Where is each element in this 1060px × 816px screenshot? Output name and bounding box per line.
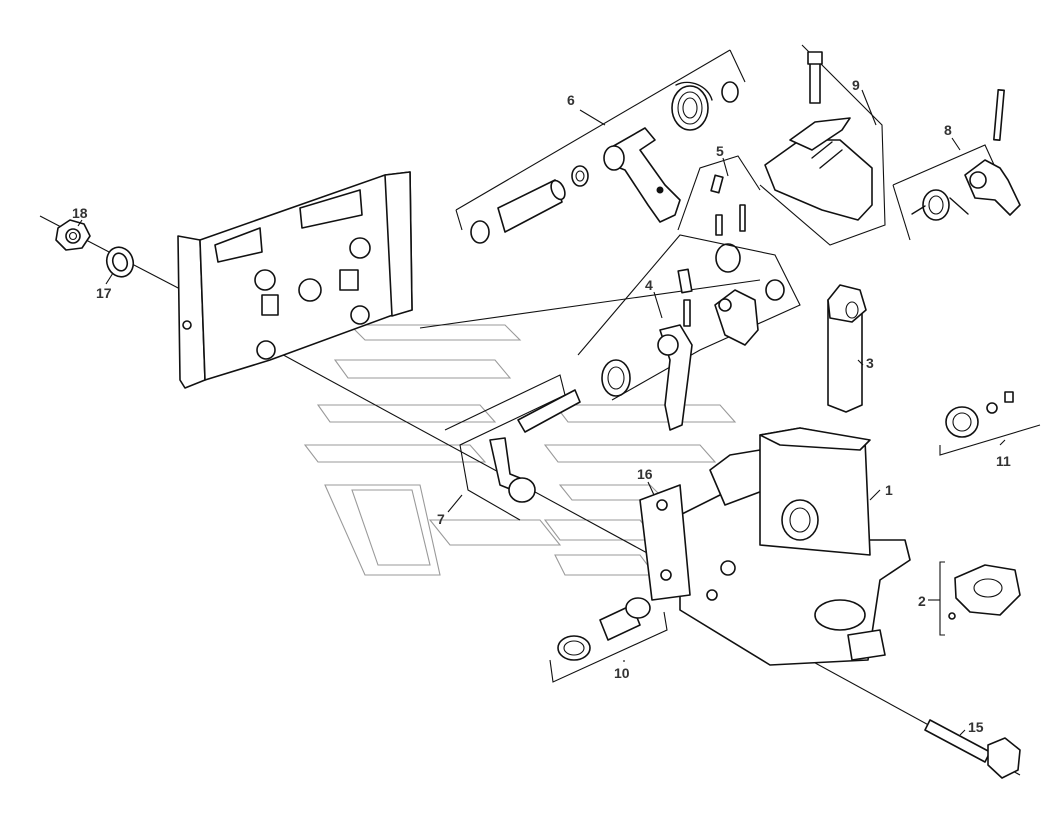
- callout-1: 1: [885, 482, 893, 498]
- callout-4: 4: [645, 277, 653, 293]
- callout-17: 17: [96, 285, 112, 301]
- part-10-spring-plunger: [549, 597, 668, 683]
- callout-18: 18: [72, 205, 88, 221]
- part-2-bushing: [939, 561, 1021, 636]
- callout-3: 3: [866, 355, 874, 371]
- part-18-nut: [55, 219, 91, 251]
- callout-5: 5: [716, 143, 724, 159]
- callout-2: 2: [918, 593, 926, 609]
- callout-11: 11: [996, 453, 1011, 469]
- callout-16: 16: [637, 466, 653, 482]
- callout-10: 10: [614, 665, 630, 681]
- callout-8: 8: [944, 122, 952, 138]
- callout-labels: 1 2 3 4 5 6 7 8 9 10 11 15 16 17 18: [72, 77, 1011, 735]
- part-11-cap-set: [939, 391, 1041, 456]
- leader-lines: [77, 89, 1006, 736]
- part-1-coupling-body: [679, 427, 911, 666]
- part-6-shaft-lever-group: [455, 49, 746, 244]
- callout-7: 7: [437, 511, 445, 527]
- part-8-spring-pawl: [892, 89, 1021, 241]
- part-15-bolt: [924, 719, 1021, 779]
- part-5-pins: [677, 155, 761, 273]
- part-9-latch-housing: [759, 44, 886, 246]
- part-16-mounting-flange: [639, 484, 691, 601]
- part-7-handle-rod: [444, 374, 581, 521]
- part-17-spring-washer: [105, 246, 135, 278]
- part-3-coupling-pin: [827, 284, 867, 413]
- callout-9: 9: [852, 77, 860, 93]
- callout-15: 15: [968, 719, 984, 735]
- mounting-plate: [177, 171, 413, 389]
- part-4-lever-assembly: [577, 234, 801, 431]
- watermark-logo: [303, 324, 737, 576]
- callout-6: 6: [567, 92, 575, 108]
